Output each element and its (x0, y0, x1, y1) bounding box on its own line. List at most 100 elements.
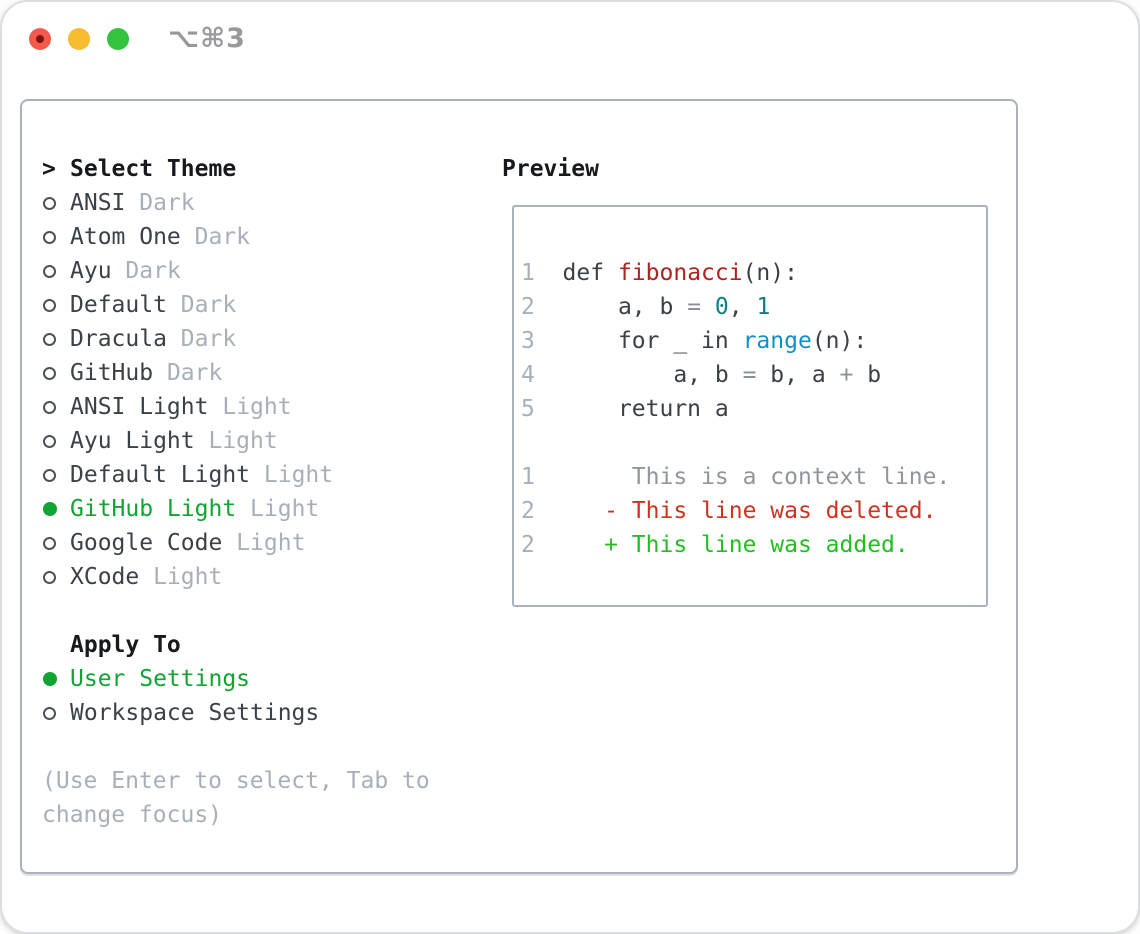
option-label: Ayu Light Light (70, 428, 278, 454)
theme-option[interactable]: ANSI Light Light (42, 390, 487, 424)
theme-option[interactable]: Ayu Dark (42, 254, 487, 288)
close-button[interactable] (29, 28, 51, 50)
option-label: Workspace Settings (70, 700, 319, 726)
radio-circle (43, 672, 57, 686)
option-name: GitHub Light (70, 496, 237, 522)
radio-icon (42, 366, 70, 380)
zoom-button[interactable] (107, 28, 129, 50)
option-label: GitHub Light Light (70, 496, 319, 522)
option-label: ANSI Light Light (70, 394, 292, 420)
option-label: Default Light Light (70, 462, 333, 488)
apply-to-header: Apply To (70, 632, 181, 658)
code-line: 1 def fibonacci(n): (521, 256, 986, 290)
radio-icon (42, 332, 70, 346)
option-name: XCode (70, 564, 140, 590)
option-name: Ayu Light (70, 428, 195, 454)
option-variant: Light (250, 496, 320, 522)
preview-box: 1 def fibonacci(n):2 a, b = 0, 1 3 for _ … (512, 205, 988, 607)
radio-circle (43, 264, 56, 278)
code-segment-del: - This line was deleted. (534, 498, 937, 524)
radio-circle (43, 468, 56, 482)
radio-icon (42, 468, 70, 482)
option-variant: Dark (166, 360, 223, 386)
chevron-right-icon: > (42, 156, 56, 182)
radio-circle (43, 196, 56, 210)
theme-option[interactable]: Google Code Light (42, 526, 487, 560)
radio-icon (42, 298, 70, 312)
option-variant: Light (236, 530, 306, 556)
code-segment-plain: def (534, 260, 618, 286)
option-variant: Dark (180, 292, 237, 318)
minimize-button[interactable] (68, 28, 90, 50)
code-segment-add: + This line was added. (534, 532, 909, 558)
radio-circle (43, 366, 56, 380)
keyboard-hint: (Use Enter to select, Tab to change focu… (42, 768, 430, 828)
radio-icon (42, 400, 70, 414)
theme-option[interactable]: Default Dark (42, 288, 487, 322)
radio-circle (43, 502, 57, 516)
apply-option[interactable]: User Settings (42, 662, 487, 696)
code-line: 2 - This line was deleted. (521, 494, 986, 528)
cursor-marker: > (42, 156, 70, 182)
radio-icon (42, 264, 70, 278)
option-name: Workspace Settings (70, 700, 320, 726)
radio-icon (42, 570, 70, 584)
code-segment-plain: for _ in (534, 328, 743, 354)
code-segment-ctx: This is a context line. (534, 464, 951, 490)
select-theme-header: Select Theme (70, 156, 237, 182)
radio-circle (43, 536, 56, 550)
code-segment-ln: 1 (521, 260, 535, 286)
code-line (521, 426, 986, 460)
theme-option[interactable]: ANSI Dark (42, 186, 487, 220)
option-variant: Dark (194, 224, 251, 250)
theme-option[interactable]: Default Light Light (42, 458, 487, 492)
code-segment-plain: , (728, 294, 757, 320)
code-segment-ln: 3 (521, 328, 535, 354)
theme-option[interactable]: Ayu Light Light (42, 424, 487, 458)
radio-circle (43, 298, 56, 312)
radio-circle (43, 570, 56, 584)
option-label: Ayu Dark (70, 258, 181, 284)
theme-option[interactable]: GitHub Light Light (42, 492, 487, 526)
radio-circle (43, 230, 56, 244)
titlebar: ⌥⌘3 (2, 2, 1138, 77)
code-line: 1 This is a context line. (521, 460, 986, 494)
window-title: ⌥⌘3 (168, 23, 246, 54)
option-name: Ayu (70, 258, 112, 284)
code-segment-plain: a, b (534, 294, 688, 320)
option-name: ANSI (70, 190, 126, 216)
code-segment-num: 0 (714, 294, 729, 320)
radio-selected-icon (42, 502, 70, 516)
option-label: Google Code Light (70, 530, 305, 556)
theme-option[interactable]: Dracula Dark (42, 322, 487, 356)
radio-circle (43, 400, 56, 414)
code-line: 4 a, b = b, a + b (521, 358, 986, 392)
option-variant: Dark (125, 258, 181, 284)
option-name: Dracula (70, 326, 167, 352)
option-name: ANSI Light (70, 394, 209, 420)
code-segment-plain: return a (534, 396, 729, 422)
preview-header: Preview (502, 156, 599, 182)
option-label: User Settings (70, 666, 250, 692)
option-name: Default (70, 292, 167, 318)
unsaved-dot-icon (36, 35, 44, 43)
code-segment-ln: 1 (521, 464, 535, 490)
code-segment-plain: b (853, 362, 882, 388)
code-segment-op: + (839, 362, 854, 388)
code-segment-op: = (687, 294, 702, 320)
theme-option[interactable]: XCode Light (42, 560, 487, 594)
theme-option[interactable]: GitHub Dark (42, 356, 487, 390)
code-segment-plain (701, 294, 715, 320)
apply-to-header-row: Apply To (42, 628, 487, 662)
option-name: User Settings (70, 666, 251, 692)
radio-circle (43, 332, 56, 346)
option-label: Default Dark (70, 292, 236, 318)
code-line: 2 a, b = 0, 1 (521, 290, 986, 324)
option-name: Atom One (70, 224, 181, 250)
theme-option[interactable]: Atom One Dark (42, 220, 487, 254)
apply-option[interactable]: Workspace Settings (42, 696, 487, 730)
